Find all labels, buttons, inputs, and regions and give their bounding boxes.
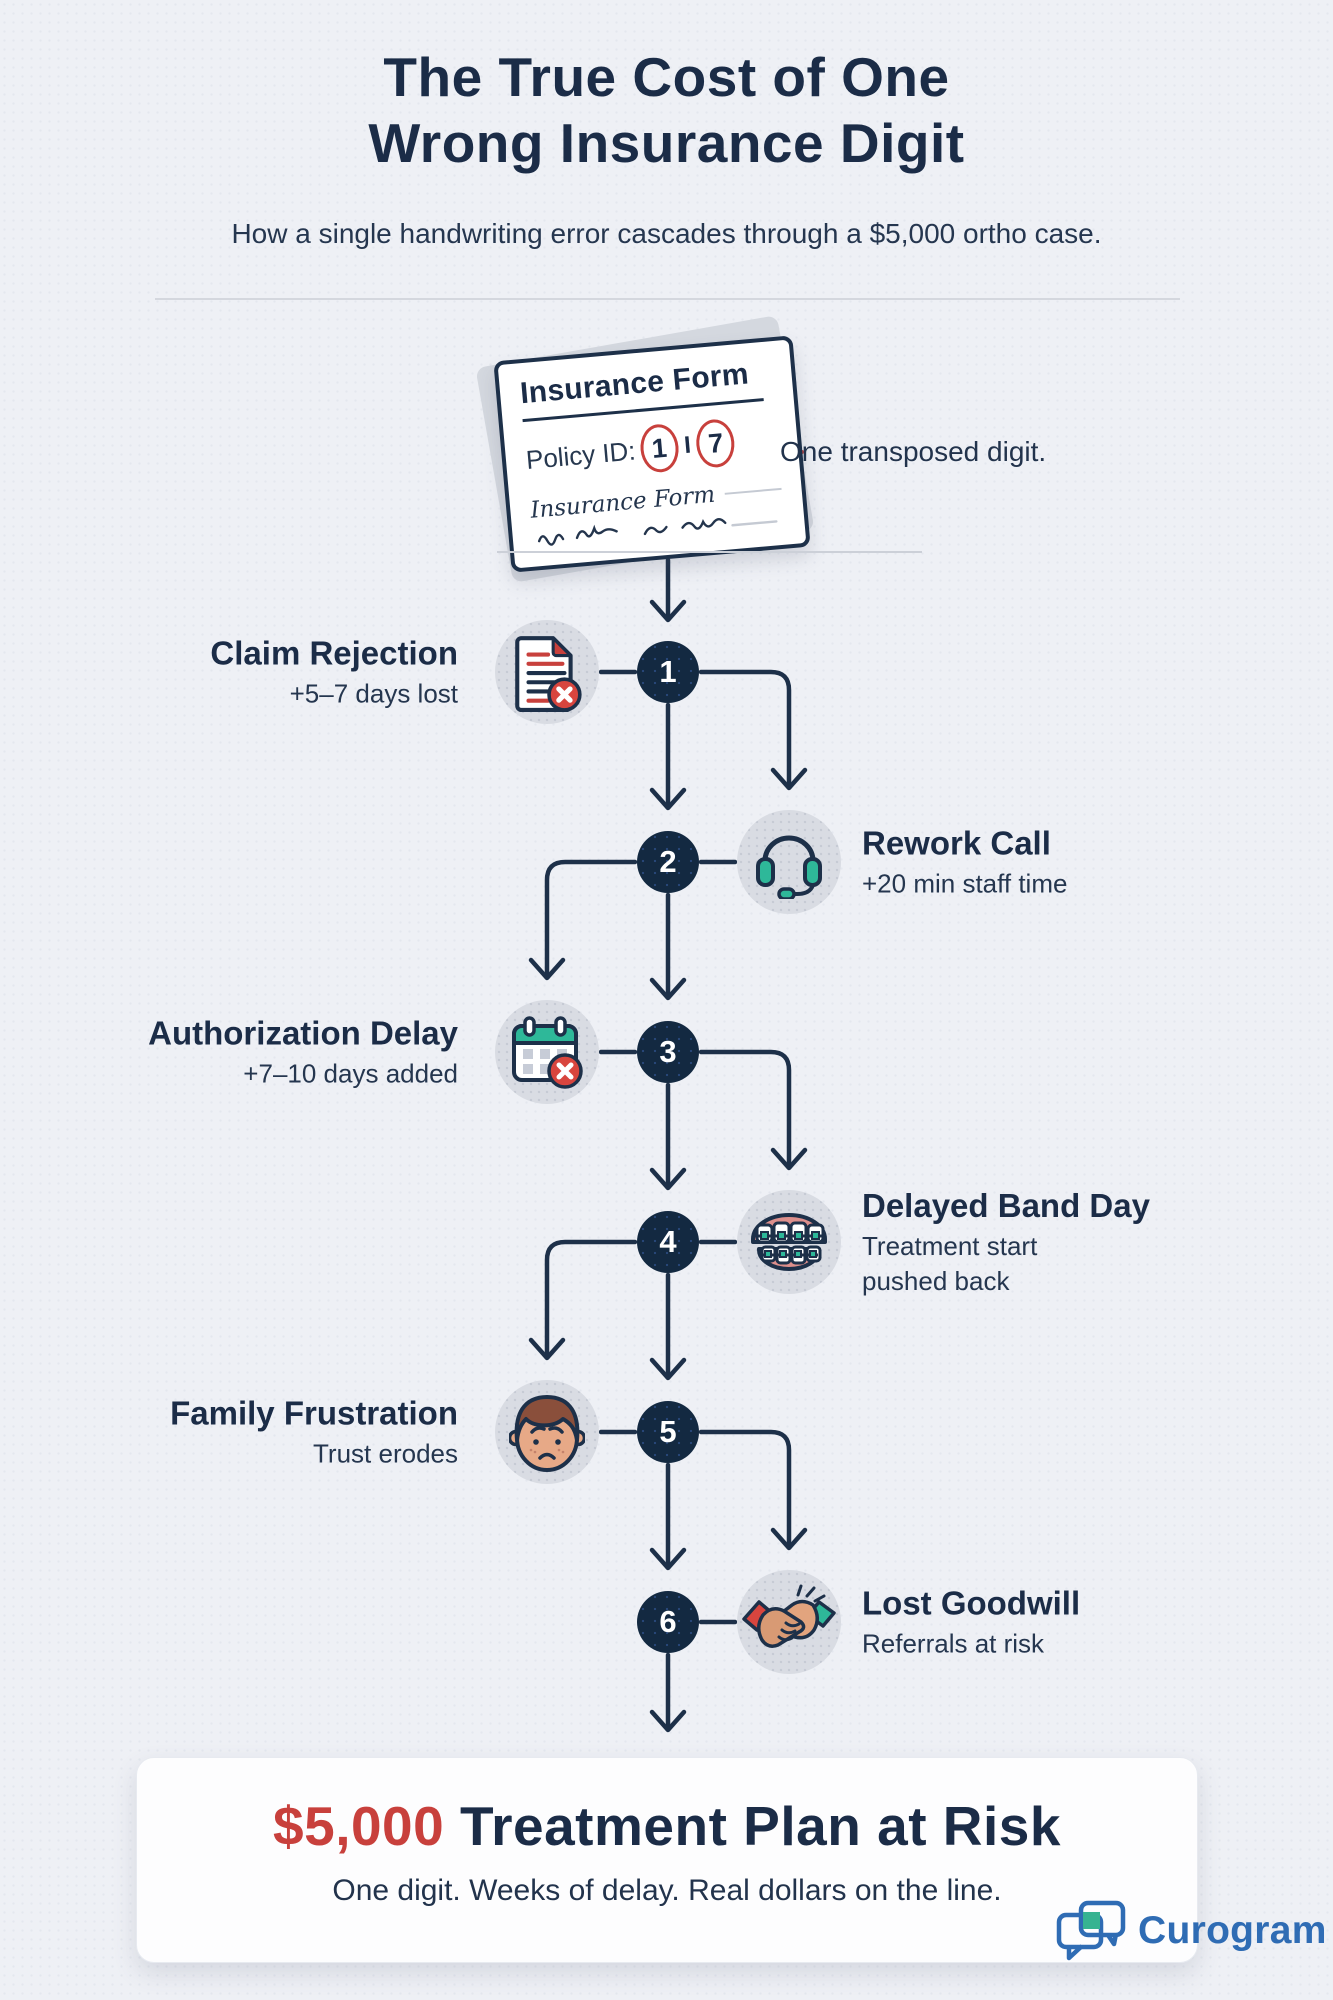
page-title-line2: Wrong Insurance Digit xyxy=(368,112,965,174)
frustrated-face-icon xyxy=(509,1395,585,1472)
page-title: The True Cost of One Wrong Insurance Dig… xyxy=(0,44,1333,176)
policy-id-label: Policy ID: xyxy=(524,434,637,475)
brand-name: Curogram xyxy=(1138,1909,1327,1952)
step-1-node: 1 xyxy=(637,641,699,703)
page-title-line1: The True Cost of One xyxy=(383,46,950,108)
step-6-text: Lost Goodwill Referrals at risk xyxy=(862,1583,1080,1662)
insurance-form: Insurance Form Policy ID: 1 I 7 Insuranc… xyxy=(493,335,811,573)
policy-id-row: Policy ID: 1 I 7 xyxy=(524,414,779,484)
step-2-icon-circle xyxy=(737,810,841,914)
transposed-digit-callout: One transposed digit. xyxy=(780,436,1047,467)
step-1-icon-circle xyxy=(495,620,599,724)
step-1-text: Claim Rejection +5–7 days lost xyxy=(210,633,458,712)
step-5-subtitle: Trust erodes xyxy=(313,1438,458,1469)
step-6-icon-circle xyxy=(737,1570,841,1674)
step-3-subtitle: +7–10 days added xyxy=(243,1058,458,1089)
step-4-subtitle: Treatment start pushed back xyxy=(862,1231,1038,1296)
braces-teeth-icon xyxy=(751,1213,827,1271)
outcome-title: $5,000 Treatment Plan at Risk xyxy=(137,1794,1197,1858)
outcome-title-rest: Treatment Plan at Risk xyxy=(444,1795,1061,1857)
handwriting-scribble xyxy=(537,517,778,546)
outcome-subtitle: One digit. Weeks of delay. Real dollars … xyxy=(332,1874,1002,1907)
step-3-title: Authorization Delay xyxy=(148,1014,458,1052)
chat-bubbles-icon xyxy=(1056,1900,1126,1961)
headset-icon xyxy=(756,835,822,899)
step-5-icon-circle xyxy=(495,1380,599,1484)
circled-digit-7: 7 xyxy=(694,417,737,469)
step-6-title: Lost Goodwill xyxy=(862,1584,1081,1622)
step-5-title: Family Frustration xyxy=(170,1394,458,1432)
circled-digit-1: 1 xyxy=(638,422,681,474)
step-3-node: 3 xyxy=(637,1021,699,1083)
outcome-card: $5,000 Treatment Plan at Risk One digit.… xyxy=(136,1757,1198,1963)
step-2-title: Rework Call xyxy=(862,824,1051,862)
step-4-icon-circle xyxy=(737,1190,841,1294)
header-divider xyxy=(155,298,1180,300)
step-4-text: Delayed Band Day Treatment start pushed … xyxy=(862,1185,1150,1299)
step-1-subtitle: +5–7 days lost xyxy=(289,678,458,709)
rejected-document-icon xyxy=(515,636,582,712)
step-6-subtitle: Referrals at risk xyxy=(862,1628,1045,1659)
step-2-text: Rework Call +20 min staff time xyxy=(862,823,1067,902)
outcome-amount: $5,000 xyxy=(273,1795,445,1857)
step-5-node: 5 xyxy=(637,1401,699,1463)
handshake-icon xyxy=(742,1584,836,1648)
page-subtitle: How a single handwriting error cascades … xyxy=(231,218,1102,249)
step-4-node: 4 xyxy=(637,1211,699,1273)
step-3-text: Authorization Delay +7–10 days added xyxy=(148,1013,458,1092)
step-6-node: 6 xyxy=(637,1591,699,1653)
brand-logo: Curogram xyxy=(1056,1900,1327,1962)
step-2-node: 2 xyxy=(637,831,699,893)
step-1-title: Claim Rejection xyxy=(210,634,458,672)
calendar-x-icon xyxy=(512,1016,583,1089)
step-2-subtitle: +20 min staff time xyxy=(862,868,1068,899)
form-blank-line xyxy=(724,487,782,495)
form-base-line xyxy=(497,551,922,553)
step-3-icon-circle xyxy=(495,1000,599,1104)
digit-separator: I xyxy=(683,431,693,460)
step-4-title: Delayed Band Day xyxy=(862,1187,1150,1224)
step-5-text: Family Frustration Trust erodes xyxy=(170,1393,458,1472)
